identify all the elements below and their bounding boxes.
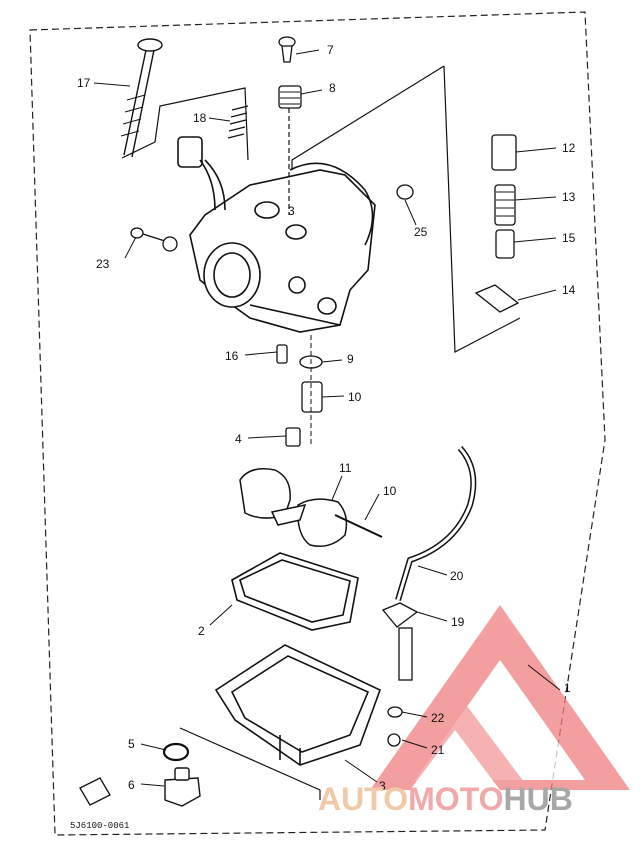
callout-5: 5 [128, 737, 135, 751]
float-12 [239, 468, 348, 547]
callout-13: 12 [562, 141, 576, 155]
bracket-right [443, 65, 521, 353]
watermark-hub: HUB [503, 781, 572, 817]
callout-16: 15 [562, 231, 576, 245]
float-bowl-3 [214, 644, 382, 766]
callout-11: 10 [383, 484, 397, 498]
leader-lines [93, 49, 561, 787]
gasket-2 [231, 552, 359, 631]
bracket-top [291, 65, 445, 170]
callout-3: 3 [288, 204, 295, 218]
callout-23: 22 [431, 711, 445, 725]
screw-18 [120, 38, 163, 158]
screw-25 [396, 184, 414, 200]
parts-22-23 [387, 706, 403, 747]
screw-24 [130, 227, 178, 252]
drain-plug-6 [164, 767, 201, 807]
watermark-logo [370, 605, 630, 790]
callout-3b: 3 [379, 779, 386, 793]
callout-2: 2 [198, 624, 205, 638]
callout-17: 16 [225, 349, 239, 363]
callout-8a: 8 [329, 81, 336, 95]
callout-19: 18 [193, 111, 207, 125]
parts-13-16 [474, 134, 520, 313]
callout-25: 25 [414, 225, 428, 239]
callout-21: 20 [450, 569, 464, 583]
assembly-boundary [29, 11, 606, 836]
callout-6: 6 [128, 778, 135, 792]
callout-4: 4 [235, 432, 242, 446]
callout-7: 7 [327, 43, 334, 57]
callout-12: 11 [339, 461, 352, 475]
watermark-moto: MOTO [408, 781, 503, 817]
callout-14: 13 [562, 190, 576, 204]
plate-20 [381, 602, 419, 628]
id-tag [79, 777, 111, 806]
watermark-auto: AUTO [318, 781, 408, 817]
spring-8 [278, 85, 302, 109]
pilot-screw-7 [278, 36, 296, 63]
callout-15: 14 [562, 283, 576, 297]
float-pin-11 [334, 514, 383, 538]
callout-10: 10 [348, 390, 362, 404]
spring-19 [227, 105, 249, 139]
oring-5 [162, 742, 190, 762]
callout-24: 23 [96, 257, 110, 271]
callout-20: 19 [451, 615, 465, 629]
watermark-text: AUTOMOTOHUB [318, 781, 573, 817]
parts-mid [276, 344, 323, 447]
callout-1: 1 [564, 681, 571, 695]
callout-9: 9 [347, 352, 354, 366]
carburetor-body [177, 136, 376, 333]
callout-22: 21 [431, 743, 445, 757]
drain-pipe [398, 627, 413, 681]
bracket-left [121, 87, 249, 161]
bowl-bracket [179, 727, 321, 800]
drawing-code: 5J6100-0061 [70, 821, 129, 831]
callout-18: 17 [77, 76, 91, 90]
